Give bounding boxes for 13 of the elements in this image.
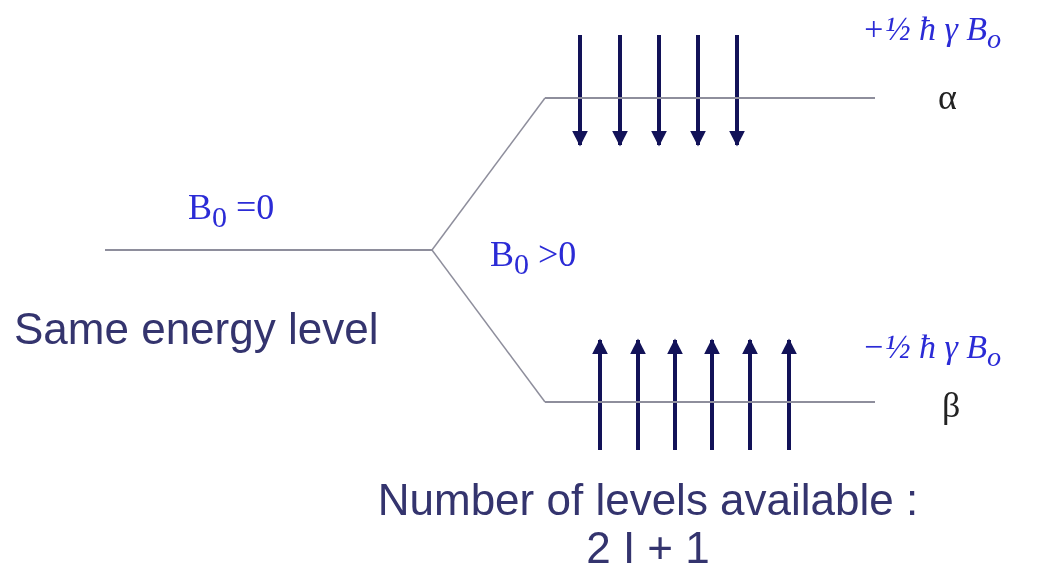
note-text: Number of levels available : 2 I + 1 (376, 476, 920, 573)
energy-level-line (105, 249, 432, 251)
energy-formula: +½ ħ γ B$_{o}$ (862, 10, 1002, 54)
energy-level-line (545, 97, 875, 99)
field-label: B$_{0}$ =0 (188, 188, 275, 234)
state-label: α (938, 78, 957, 118)
connector-line (431, 97, 546, 251)
connector-line (431, 249, 546, 403)
energy-formula: −½ ħ γ B$_{o}$ (862, 328, 1002, 372)
caption-text: Same energy level (14, 305, 379, 354)
energy-level-line (545, 401, 875, 403)
field-label: B$_{0}$ >0 (490, 235, 577, 281)
state-label: β (942, 386, 961, 426)
